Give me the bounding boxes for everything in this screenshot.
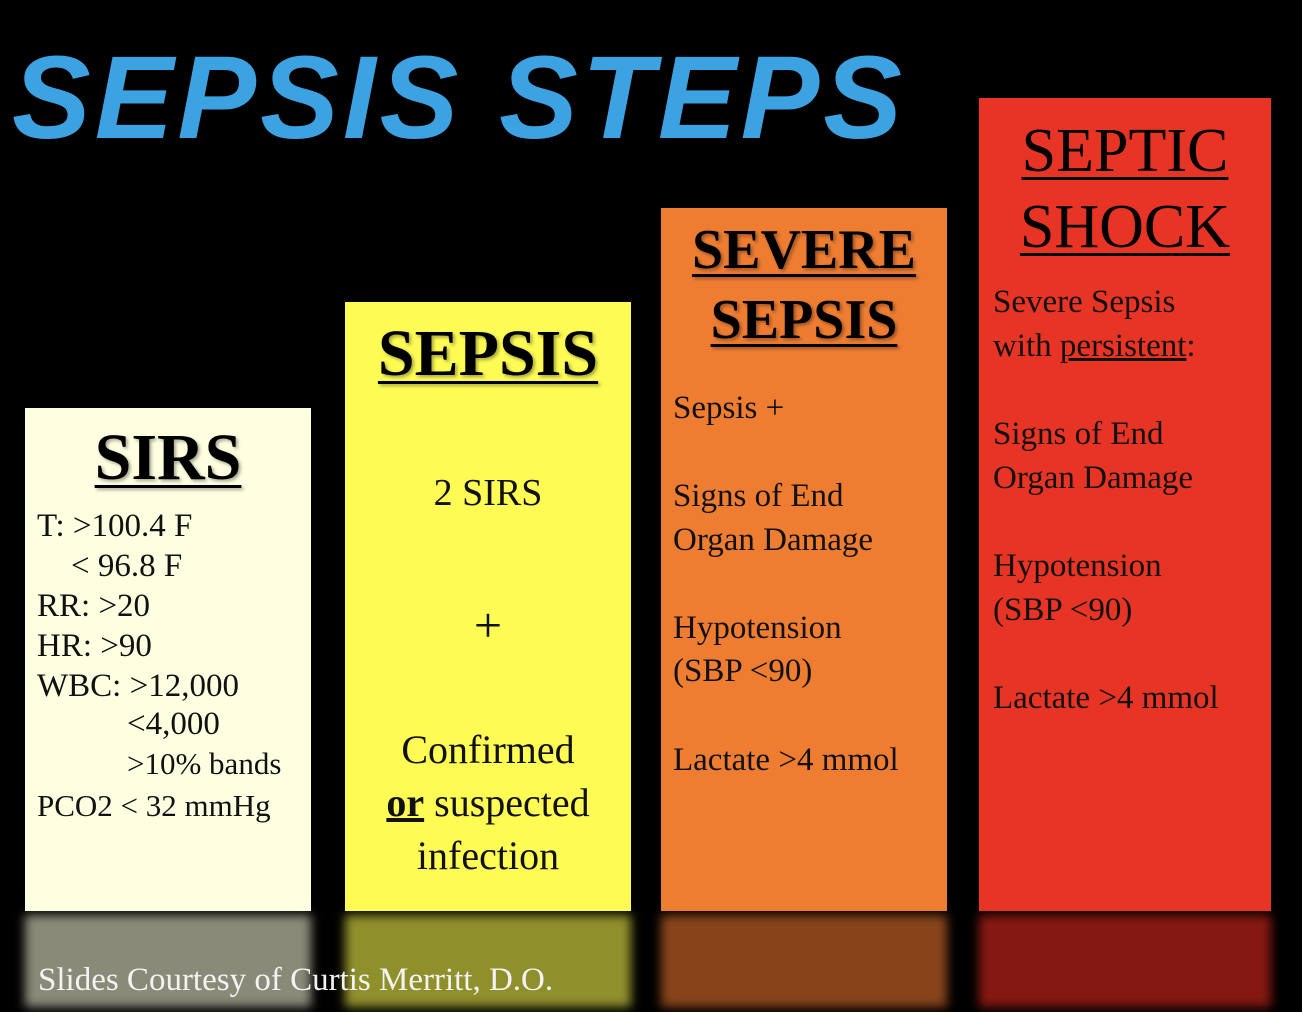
sepsis-line: infection [416,833,560,878]
sirs-box: SIRS T: >100.4 F < 96.8 F RR: >20 HR: >9… [25,408,311,911]
sirs-heading: SIRS [94,421,242,494]
severe-line: Organ Damage [673,522,874,558]
plus-sign: + [473,597,503,653]
shock-reflection [979,915,1271,1007]
sepsis-line: 2 SIRS [433,472,543,514]
shock-line: Hypotension [993,548,1162,584]
sepsis-heading: SEPSIS [377,317,599,390]
septic-shock-box: SEPTIC SHOCK Severe Sepsis with persiste… [979,98,1271,911]
shock-line: (SBP <90) [993,592,1133,628]
severe-line: (SBP <90) [673,653,813,689]
severe-line: Lactate >4 mmol [673,742,899,778]
severe-reflection [661,915,947,1007]
sirs-line: <4,000 [127,706,220,742]
shock-intro: with persistent: [993,330,1196,363]
severe-line: Signs of End [673,478,844,514]
sirs-line: < 96.8 F [71,548,183,584]
sirs-line: HR: >90 [37,628,152,664]
severe-heading: SEVERE [691,219,917,281]
sirs-line: WBC: >12,000 [37,668,239,704]
sepsis-line: or suspected [345,783,631,823]
severe-sepsis-box: SEVERE SEPSIS Sepsis + Signs of End Orga… [661,208,947,911]
severe-heading: SEPSIS [710,289,898,351]
slide-credit: Slides Courtesy of Curtis Merritt, D.O. [38,962,554,998]
sirs-line: >10% bands [127,746,282,781]
sepsis-reflection [345,915,631,1007]
sepsis-suspected: suspected [424,780,590,825]
severe-line: Hypotension [673,610,842,646]
or-emphasis: or [386,780,425,825]
severe-line: Sepsis + [673,390,785,426]
slide-title: SEPSIS STEPS [12,32,906,164]
shock-line: Organ Damage [993,460,1194,496]
sepsis-line: Confirmed [401,727,575,772]
sirs-line: PCO2 < 32 mmHg [37,788,271,823]
shock-line: Lactate >4 mmol [993,680,1219,716]
sirs-reflection [25,915,311,1007]
shock-heading: SHOCK [1019,193,1231,261]
shock-intro: Severe Sepsis [993,284,1176,320]
sirs-line: T: >100.4 F [37,508,193,544]
persistent-emphasis: persistent [1059,328,1187,364]
sepsis-box: SEPSIS 2 SIRS + Confirmed or suspected i… [345,302,631,911]
shock-intro-with: with [993,328,1060,364]
shock-heading: SEPTIC [1021,117,1229,185]
shock-intro-colon: : [1186,328,1196,364]
sirs-line: RR: >20 [37,588,151,624]
shock-line: Signs of End [993,416,1164,452]
